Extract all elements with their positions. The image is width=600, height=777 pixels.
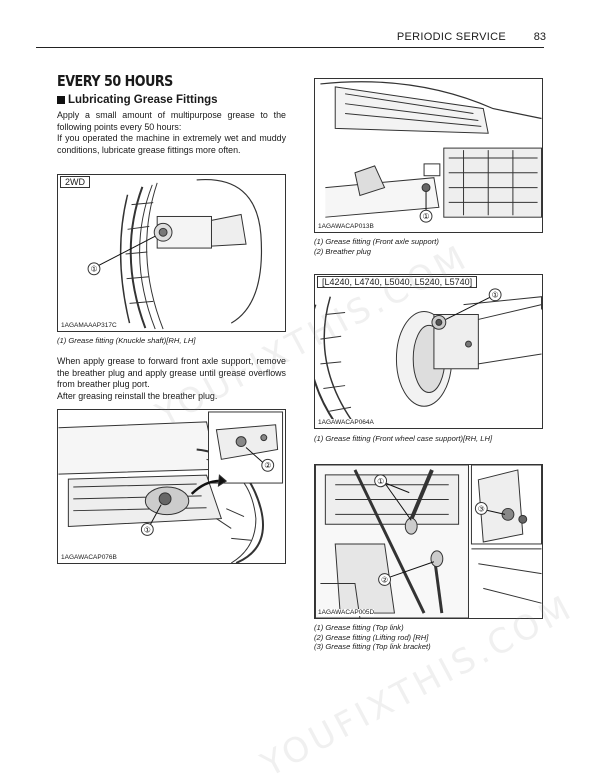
callout-number: ① <box>144 525 151 534</box>
page-number: 83 <box>533 31 546 43</box>
caption-line: (2) Breather plug <box>314 246 371 256</box>
axle-support-illustration: ② ① <box>58 411 284 563</box>
intro-line: If you operated the machine in extremely… <box>57 133 286 155</box>
caption-line: (3) Grease fitting (Top link bracket) <box>314 642 431 652</box>
section-title: EVERY 50 HOURS <box>57 72 173 90</box>
figure-knuckle-shaft: 2WD ① 1AGAMAAAP317C <box>57 174 286 332</box>
subheading: Lubricating Grease Fittings <box>57 94 218 106</box>
figure-caption: (1) Grease fitting (Front wheel case sup… <box>314 434 492 444</box>
header-section-title: PERIODIC SERVICE <box>396 31 506 43</box>
square-bullet-icon <box>57 96 65 104</box>
intro-line: Apply a small amount of multipurpose gre… <box>57 110 286 132</box>
instruction-paragraph: When apply grease to forward front axle … <box>57 356 286 402</box>
subheading-text: Lubricating Grease Fittings <box>68 94 218 106</box>
callout-number: ② <box>264 461 271 470</box>
figure-code: 1AGAWACAP076B <box>61 554 117 561</box>
intro-paragraph: Apply a small amount of multipurpose gre… <box>57 110 286 156</box>
wheel-case-illustration: ① <box>315 288 542 426</box>
figure-front-axle-support: ① 1AGAWACAP013B <box>314 78 543 233</box>
knuckle-illustration: ① <box>87 178 263 330</box>
callout-number: ③ <box>478 504 485 513</box>
front-axle-illustration: ① <box>320 81 542 223</box>
caption-line: (1) Grease fitting (Knuckle shaft)[RH, L… <box>57 336 196 345</box>
figure-code: 1AGAWACAP064A <box>318 419 374 426</box>
callout-number: ① <box>377 477 384 486</box>
figure-caption: (1) Grease fitting (Front axle support) … <box>314 237 439 256</box>
figure-code: 1AGAWACAP013B <box>318 223 374 230</box>
figure-tag: 2WD <box>60 176 90 188</box>
instruction-line: After greasing reinstall the breather pl… <box>57 390 218 401</box>
figure-top-link: ① ② ③ 1AGAWACAP005D <box>314 464 543 619</box>
figure-axle-support-breather: ② ① 1AGAWACAP076B <box>57 409 286 564</box>
callout-number: ① <box>423 212 430 221</box>
caption-line: (2) Grease fitting (Lifting rod) [RH] <box>314 632 429 642</box>
top-link-illustration: ① ② ③ <box>315 465 542 618</box>
caption-line: (1) Grease fitting (Front wheel case sup… <box>314 434 493 443</box>
figure-tag: [L4240, L4740, L5040, L5240, L5740] <box>317 276 478 288</box>
figure-code: 1AGAWACAP005D <box>318 609 375 616</box>
caption-line: (1) Grease fitting (Front axle support) <box>314 237 439 246</box>
callout-number: ① <box>492 291 499 300</box>
callout-number: ② <box>381 575 388 584</box>
figure-caption: (1) Grease fitting (Top link) (2) Grease… <box>314 623 431 652</box>
figure-wheel-case-support: [L4240, L4740, L5040, L5240, L5740] ① 1A… <box>314 274 543 429</box>
callout-number: ① <box>90 265 97 274</box>
figure-code: 1AGAMAAAP317C <box>61 322 117 329</box>
figure-caption: (1) Grease fitting (Knuckle shaft)[RH, L… <box>57 336 195 346</box>
instruction-line: When apply grease to forward front axle … <box>57 356 286 390</box>
page-header: PERIODIC SERVICE 83 <box>36 28 546 48</box>
caption-line: (1) Grease fitting (Top link) <box>314 623 404 632</box>
